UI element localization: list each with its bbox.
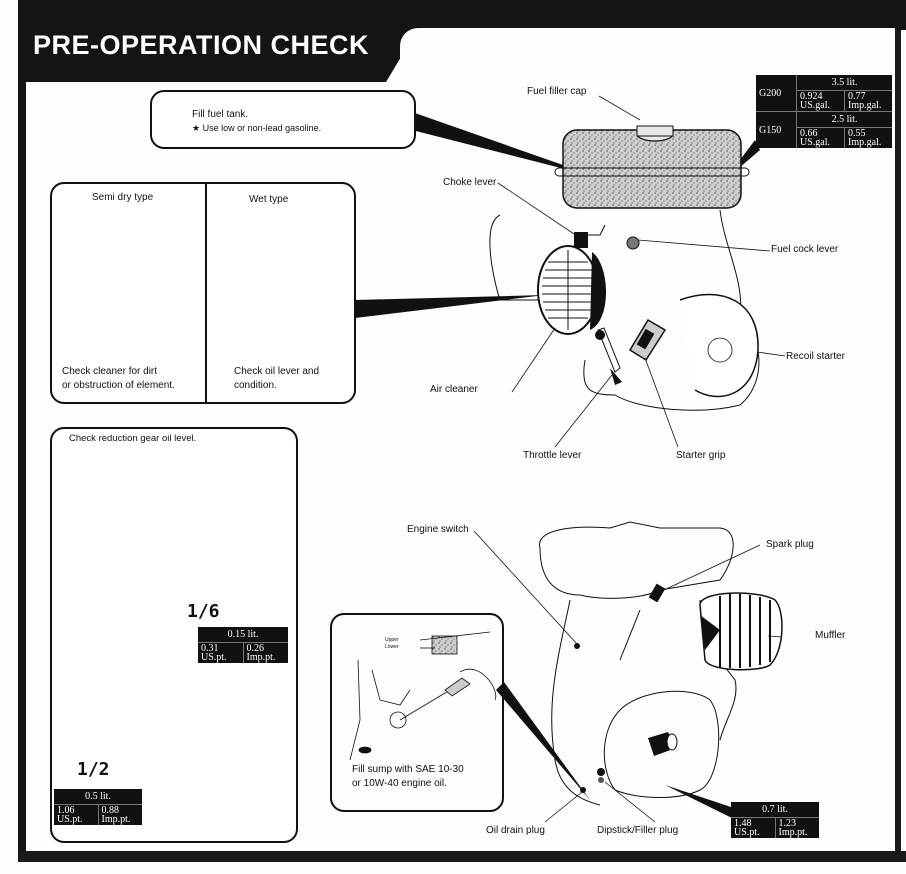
label-starter-grip: Starter grip — [676, 450, 726, 461]
muffler-drawing — [699, 592, 783, 671]
capacity-liters: 2.5 lit. — [831, 114, 858, 125]
fuel-tank-drawing — [554, 125, 750, 250]
label-spark-plug: Spark plug — [766, 539, 814, 550]
capacity-us-unit: US.gal. — [800, 100, 830, 111]
label-throttle-lever: Throttle lever — [523, 450, 582, 461]
capacity-us: 0.66 — [800, 128, 818, 139]
level-lower-label: Lower — [385, 644, 399, 650]
oil-table-pointer — [665, 785, 740, 822]
ratio-1-6: 1/6 — [187, 601, 220, 622]
capacity-imp: 0.55 — [848, 128, 866, 139]
pto-shaft-drawing — [648, 732, 678, 756]
capacity-us: 1.48 — [734, 818, 752, 829]
capacity-us-unit: US.pt. — [734, 827, 760, 838]
model-label: G150 — [759, 124, 782, 136]
capacity-liters: 3.5 lit. — [831, 77, 858, 88]
wet-type-title: Wet type — [249, 194, 289, 205]
engine-body-bottom — [539, 521, 737, 806]
air-cleaner-pointer — [355, 295, 545, 318]
fuel-tank-callout: Fill fuel tank. ★ Use low or non-lead ga… — [150, 90, 416, 149]
capacity-us-unit: US.gal. — [800, 137, 830, 148]
label-air-cleaner: Air cleaner — [430, 384, 478, 395]
sump-fill-callout: Upper Lower Fill sump with SAE 10-30 or … — [330, 613, 504, 812]
capacity-us-unit: US.pt. — [201, 652, 227, 663]
leader-lines-top — [497, 95, 786, 448]
fuel-callout-line2: ★ Use low or non-lead gasoline. — [192, 123, 322, 133]
capacity-imp: 0.77 — [848, 91, 866, 102]
wet-type-text-1: Check oil lever and — [234, 366, 320, 377]
page-frame-bottom — [18, 851, 906, 862]
capacity-imp-unit: Imp.pt. — [246, 652, 276, 663]
capacity-liters: 0.7 lit. — [762, 804, 788, 815]
label-fuel-filler-cap: Fuel filler cap — [527, 86, 587, 97]
capacity-liters: 0.5 lit. — [85, 791, 111, 802]
capacity-us: 0.31 — [201, 643, 219, 654]
page-title: PRE-OPERATION CHECK — [33, 30, 370, 60]
label-engine-switch: Engine switch — [407, 524, 469, 535]
wet-type-text-2: condition. — [234, 380, 277, 391]
capacity-us: 1.06 — [57, 805, 75, 816]
capacity-us: 0.924 — [800, 91, 823, 102]
capacity-imp-unit: Imp.pt. — [101, 814, 131, 825]
page-frame-left — [18, 0, 26, 862]
label-choke-lever: Choke lever — [443, 177, 497, 188]
fuel-callout-pointer — [412, 112, 600, 178]
plugs-drawing — [574, 643, 605, 793]
capacity-imp-unit: Imp.gal. — [848, 137, 882, 148]
air-cleaner-drawing — [537, 232, 606, 335]
spark-plug-drawing — [648, 583, 666, 603]
fuel-callout-line1: Fill fuel tank. — [192, 109, 249, 120]
label-dipstick-filler-plug: Dipstick/Filler plug — [597, 825, 679, 836]
capacity-imp-unit: Imp.gal. — [848, 100, 882, 111]
sump-text-1: Fill sump with SAE 10-30 — [352, 764, 464, 775]
level-upper-label: Upper — [385, 637, 399, 643]
page-frame-right — [895, 30, 901, 862]
capacity-us-unit: US.pt. — [57, 814, 83, 825]
leader-lines-bottom — [473, 530, 783, 823]
capacity-imp: 0.88 — [101, 805, 120, 816]
capacity-imp-unit: Imp.pt. — [778, 827, 808, 838]
model-label: G200 — [759, 87, 782, 99]
air-cleaner-callout: Semi dry type Wet type Check cleaner for… — [50, 182, 356, 404]
recoil-starter-drawing — [628, 293, 759, 398]
title-band — [18, 0, 418, 82]
sump-text-2: or 10W-40 engine oil. — [352, 778, 447, 789]
ratio-1-2: 1/2 — [77, 759, 110, 780]
capacity-imp: 0.26 — [246, 643, 265, 654]
callout-divider — [205, 184, 207, 402]
capacity-imp: 1.23 — [778, 818, 797, 829]
semi-dry-text-1: Check cleaner for dirt — [62, 366, 158, 377]
label-oil-drain-plug: Oil drain plug — [486, 825, 545, 836]
semi-dry-title: Semi dry type — [92, 192, 154, 203]
label-muffler: Muffler — [815, 630, 846, 641]
label-fuel-cock-lever: Fuel cock lever — [771, 244, 839, 255]
label-recoil-starter: Recoil starter — [786, 351, 845, 362]
sump-pointer — [496, 682, 590, 800]
capacity-liters: 0.15 lit. — [227, 629, 259, 640]
reduction-gear-title: Check reduction gear oil level. — [69, 433, 197, 444]
throttle-lever-drawing — [595, 327, 622, 385]
sump-fill-drawing — [349, 631, 497, 761]
semi-dry-text-2: or obstruction of element. — [62, 380, 175, 391]
